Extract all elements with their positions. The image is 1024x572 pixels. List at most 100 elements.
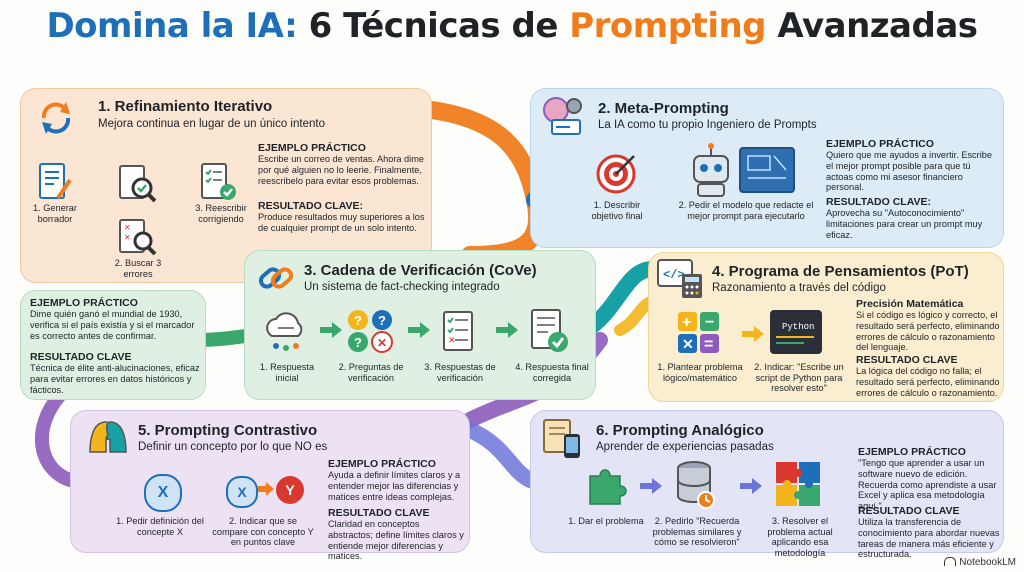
section-2-result-heading: RESULTADO CLAVE: xyxy=(826,196,931,208)
arrow-right-icon xyxy=(408,322,430,338)
question-bubbles-icon: ? ? ? ✕ xyxy=(348,310,393,353)
section-4-example-heading: Precisión Matemática xyxy=(856,298,964,310)
section-6-result-text: Utiliza la transferencia de conocimiento… xyxy=(858,517,1000,560)
watermark: NotebookLM xyxy=(944,557,1016,568)
section-5-example-heading: EJEMPLO PRÁCTICO xyxy=(328,458,436,470)
section-4-subtitle: Razonamiento a través del código xyxy=(712,282,886,294)
section-2-result-text: Aprovecha su "Autoconocimiento" limitaci… xyxy=(826,208,983,240)
scroll-phone-icon xyxy=(543,419,580,458)
heads-contrast-icon xyxy=(89,421,127,453)
section-3-step-3: 3. Respuestas de verificación xyxy=(424,362,496,383)
section-4-example-text: Si el código es lógico y correcto, el re… xyxy=(856,310,1000,353)
title-part-3: Prompting xyxy=(569,6,767,46)
checklist-icon xyxy=(201,163,236,200)
svg-text:?: ? xyxy=(354,313,362,328)
section-1-step-2: 2. Buscar 3 errores xyxy=(114,258,162,279)
section-5-example-text: Ayuda a definir límites claros y a enten… xyxy=(328,470,461,502)
database-history-icon xyxy=(677,461,715,509)
section-5-result-text: Claridad en conceptos abstractos; define… xyxy=(328,519,464,562)
section-1-title: 1. Refinamiento Iterativo xyxy=(98,98,273,115)
python-terminal-icon: Python xyxy=(770,310,822,354)
magnifier-check-icon xyxy=(119,165,157,203)
section-6-step-2: 2. Pedirlo "Recuerda problemas similares… xyxy=(652,516,742,547)
section-1-example-heading: EJEMPLO PRÁCTICO xyxy=(258,142,366,154)
section-3-example-text: Dime quién ganó el mundial de 1930, veri… xyxy=(30,309,195,341)
svg-text:=: = xyxy=(704,336,713,353)
section-2-example-heading: EJEMPLO PRÁCTICO xyxy=(826,138,934,150)
concept-x-badge: X xyxy=(144,474,182,512)
concept-y-badge: Y xyxy=(276,476,304,504)
section-6-example-text: "Tengo que aprender a usar un software n… xyxy=(858,458,997,512)
arrow-right-icon xyxy=(740,478,762,494)
section-3-step-1: 1. Respuesta inicial xyxy=(259,362,315,383)
svg-text:✕: ✕ xyxy=(448,335,456,345)
refresh-cycle-icon xyxy=(41,102,71,134)
svg-text:−: − xyxy=(705,314,714,331)
approved-document-icon xyxy=(531,309,568,352)
brain-gear-icon xyxy=(543,97,582,135)
title-part-4: Avanzadas xyxy=(777,6,978,46)
section-1-result-heading: RESULTADO CLAVE: xyxy=(258,200,363,212)
section-5-subtitle: Definir un concepto por lo que NO es xyxy=(138,441,328,453)
section-2-title: 2. Meta-Prompting xyxy=(598,100,729,117)
svg-text:✕: ✕ xyxy=(124,233,131,242)
section-3-title: 3. Cadena de Verificación (CoVe) xyxy=(304,262,537,279)
section-1-step-3: 3. Reescribir corrigiendo xyxy=(195,203,247,224)
checklist-document-icon: ✕ xyxy=(443,311,473,351)
section-2-example-text: Quiero que me ayudos a invertir. Escribe… xyxy=(826,150,992,193)
target-icon xyxy=(596,154,636,194)
svg-text:?: ? xyxy=(378,313,386,328)
section-6-example-heading: EJEMPLO PRÁCTICO xyxy=(858,446,966,458)
section-5-result-heading: RESULTADO CLAVE xyxy=(328,507,430,519)
section-1-example-text: Escribe un correo de ventas. Ahora dime … xyxy=(258,154,424,186)
arrow-right-icon xyxy=(320,322,342,338)
svg-text:✕: ✕ xyxy=(377,336,387,350)
section-5-panel xyxy=(70,410,470,553)
robot-blueprint-icon xyxy=(693,143,795,197)
section-4-result-heading: RESULTADO CLAVE xyxy=(856,354,958,366)
puzzle-solved-icon xyxy=(776,462,820,506)
concept-x-small-badge: X xyxy=(226,476,258,508)
section-2-step-1: 1. Describir objetivo final xyxy=(591,200,643,221)
section-3-result-heading: RESULTADO CLAVE xyxy=(30,351,132,363)
section-6-subtitle: Aprender de experiencias pasadas xyxy=(596,441,774,453)
arrow-right-icon xyxy=(742,326,764,342)
section-6-result-heading: RESULTADO CLAVE xyxy=(858,505,960,517)
section-5-step-1: 1. Pedir definición del concepte X xyxy=(116,516,204,537)
title-part-2: 6 Técnicas de xyxy=(308,6,559,46)
section-1-subtitle: Mejora continua en lugar de un único int… xyxy=(98,118,325,130)
svg-text:+: + xyxy=(682,314,691,331)
watermark-text: NotebookLM xyxy=(959,557,1016,568)
svg-text:✕: ✕ xyxy=(682,336,694,352)
section-4-step-1: 1. Plantear problema lógico/matemático xyxy=(657,362,743,383)
svg-text:✕: ✕ xyxy=(124,223,131,232)
cloud-document-icon xyxy=(266,312,303,351)
section-4-result-text: La lógica del código no falla; el result… xyxy=(856,366,1000,398)
section-4-step-2: 2. Indicar: "Escribe un script de Python… xyxy=(754,362,844,393)
section-3-example-heading: EJEMPLO PRÁCTICO xyxy=(30,297,138,309)
puzzle-piece-icon xyxy=(589,469,627,505)
section-4-title: 4. Programa de Pensamientos (PoT) xyxy=(712,263,969,280)
section-6-step-1: 1. Dar el problema xyxy=(568,516,644,526)
section-1-result-text: Produce resultados muy superiores a los … xyxy=(258,212,425,233)
section-3-step-2: 2. Preguntas de verificación xyxy=(338,362,404,383)
section-2-subtitle: La IA como tu propio Ingeniero de Prompt… xyxy=(598,119,817,131)
arrow-right-icon xyxy=(496,322,518,338)
document-pencil-icon xyxy=(39,163,72,200)
magnifier-errors-icon: ✕ ✕ xyxy=(119,219,157,256)
math-operators-icon: + − ✕ = xyxy=(678,312,719,353)
section-6-title: 6. Prompting Analógico xyxy=(596,422,764,439)
section-5-title: 5. Prompting Contrastivo xyxy=(138,422,318,439)
section-1-step-1: 1. Generar borrador xyxy=(33,203,77,224)
section-2-step-2: 2. Pedir el modelo que redacte el mejor … xyxy=(678,200,814,221)
arrow-right-icon xyxy=(640,478,662,494)
chain-link-icon xyxy=(258,267,294,289)
notebooklm-logo-icon xyxy=(944,557,957,566)
arrow-right-icon xyxy=(258,482,274,496)
section-3-subtitle: Un sistema de fact-checking integrado xyxy=(304,281,500,293)
svg-text:?: ? xyxy=(354,335,362,350)
svg-text:</>: </> xyxy=(663,268,685,282)
section-3-result-text: Técnica de élite anti-alucinaciones, efi… xyxy=(30,363,200,395)
code-calculator-icon: </> xyxy=(657,259,702,298)
section-5-step-2: 2. Indicar que se compare con concepto Y… xyxy=(212,516,314,547)
